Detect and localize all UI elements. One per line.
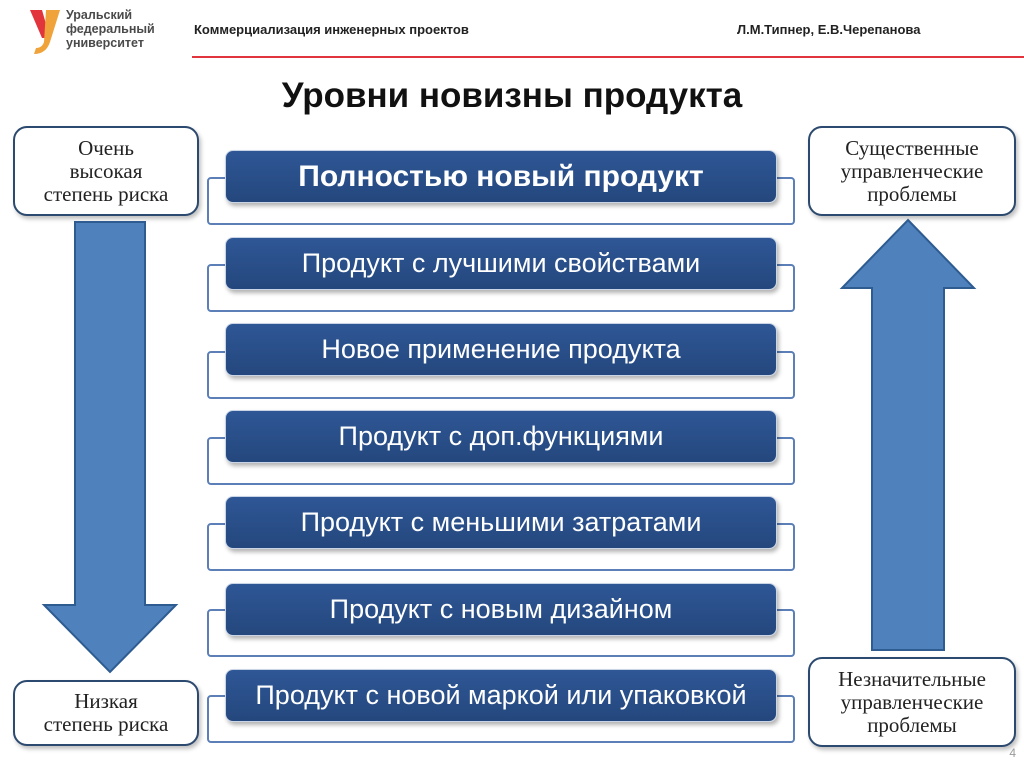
- slide-title: Уровни новизны продукта: [281, 76, 743, 115]
- level-bar-fully-new: Полностью новый продукт: [225, 150, 777, 203]
- low-risk-box: Низкая степень риска: [13, 680, 199, 746]
- level-bar-better-properties: Продукт с лучшими свойствами: [225, 237, 777, 290]
- level-bar-new-application: Новое применение продукта: [225, 323, 777, 376]
- logo-mark-icon: [30, 10, 60, 54]
- page-number: 4: [1009, 746, 1016, 760]
- minor-problems-box: Незначительные управленческие проблемы: [808, 657, 1016, 747]
- level-bar-lower-costs: Продукт с меньшими затратами: [225, 496, 777, 549]
- level-bar-extra-functions: Продукт с доп.функциями: [225, 410, 777, 463]
- university-logo: Уральский федеральный университет: [28, 8, 178, 60]
- course-title: Коммерциализация инженерных проектов: [194, 22, 469, 37]
- high-risk-box: Очень высокая степень риска: [13, 126, 199, 216]
- level-bar-new-design: Продукт с новым дизайном: [225, 583, 777, 636]
- header-divider: [192, 56, 1024, 58]
- authors: Л.М.Типнер, Е.В.Черепанова: [737, 22, 921, 37]
- down-arrow-icon: [41, 221, 179, 674]
- logo-text: Уральский федеральный университет: [66, 8, 155, 50]
- up-arrow-icon: [839, 218, 977, 651]
- level-bar-new-brand: Продукт с новой маркой или упаковкой: [225, 669, 777, 722]
- major-problems-box: Существенные управленческие проблемы: [808, 126, 1016, 216]
